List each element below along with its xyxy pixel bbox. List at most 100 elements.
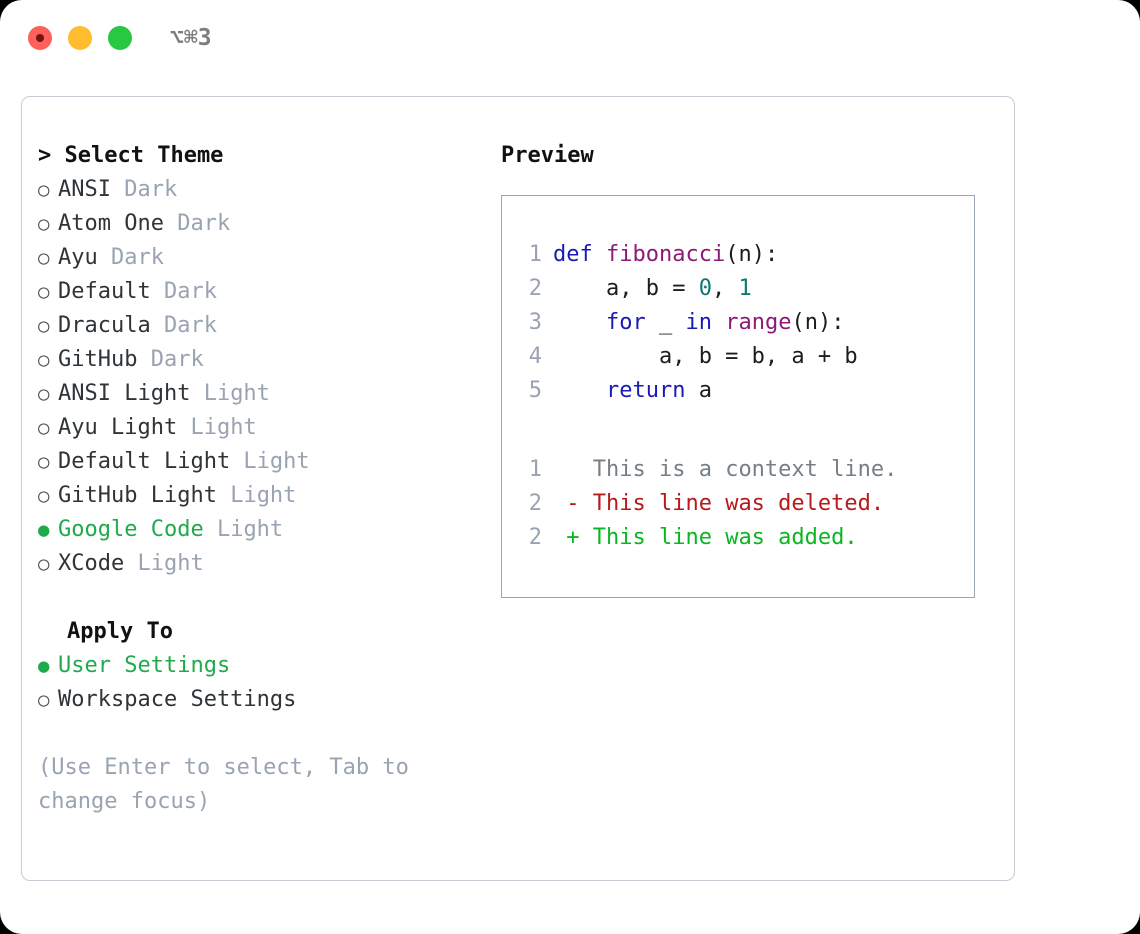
theme-option-ayu-light[interactable]: ○Ayu Light Light [38,411,478,445]
theme-option-variant: Dark [110,177,178,202]
diff-spacer [518,408,974,453]
theme-option-list[interactable]: ○ ANSI Dark ○ Atom One Dark ○ Ayu Dark ○ Defaul… [38,173,478,581]
code-line: 5 return a [518,374,974,408]
theme-option-variant: Dark [163,211,231,236]
apply-to-option-label: Workspace Settings [58,687,297,712]
theme-option-variant: Light [216,483,297,508]
theme-option-variant: Light [203,517,284,542]
minimize-window-button[interactable] [68,26,92,50]
theme-option-variant: Light [124,551,204,576]
code-line-number: 3 [528,310,542,335]
theme-option-variant: Dark [150,279,217,304]
code-token-plain [712,310,725,335]
theme-option-github-light[interactable]: ○ GitHub Light Light [38,479,478,513]
radio-unselected-icon: ○ [38,213,50,235]
code-token-num: 1 [738,276,752,301]
code-token-plain: a, b = [553,276,699,301]
theme-option-label: XCode [58,551,125,576]
radio-unselected-icon: ○ [38,485,50,507]
theme-option-google-code[interactable]: ●Google Code Light [38,513,478,547]
theme-option-default-light[interactable]: ○ Default Light Light [38,445,478,479]
apply-to-option-list[interactable]: ●User Settings ○ Workspace Settings [38,649,478,717]
theme-option-variant: Light [230,449,310,474]
title-bar: ⌥⌘3 [0,0,1140,78]
code-line-number: 5 [528,378,542,403]
code-token-kw: return [605,378,686,403]
code-line: 2 a, b = 0, 1 [518,272,974,306]
keyboard-hint-text: (Use Enter to select, Tab to change focu… [38,755,409,814]
theme-selection-column: > Select Theme ○ANSI Dark○Atom One Dark○… [38,139,478,819]
apply-to-option-label: User Settings [58,653,231,678]
apply-to-option-workspace-settings[interactable]: ○ Workspace Settings [38,683,478,717]
apply-to-heading: Apply To [67,619,173,644]
diff-line-context: 1 This is a context line. [518,453,974,487]
diff-line-text: This line was added. [579,525,858,550]
theme-option-github[interactable]: ○ GitHub Dark [38,343,478,377]
hint-spacer [38,717,478,751]
list-spacer [38,581,478,615]
theme-option-label: Default Light [58,449,231,474]
theme-option-label: Ayu Light [58,415,178,440]
code-line-number: 4 [528,344,542,369]
code-token-plain: a [685,378,712,403]
code-token-fn: range [725,310,792,335]
diff-line-text: This is a context line. [579,457,898,482]
radio-unselected-icon: ○ [38,451,50,473]
theme-option-label: Dracula [58,313,151,338]
maximize-window-button[interactable] [108,26,132,50]
radio-unselected-icon: ○ [38,281,50,303]
diff-line-deleted: 2 - This line was deleted. [518,487,974,521]
theme-option-atom-one[interactable]: ○ Atom One Dark [38,207,478,241]
theme-option-variant: Dark [137,347,204,372]
radio-unselected-icon: ○ [38,383,50,405]
code-token-plain [553,310,606,335]
theme-option-variant: Dark [97,245,164,270]
theme-option-xcode[interactable]: ○ XCode Light [38,547,478,581]
diff-line-number: 1 [528,457,542,482]
code-token-num: 0 [698,276,712,301]
code-line-number: 2 [528,276,542,301]
code-token-plain: (n): [791,310,845,335]
code-line-number: 1 [528,242,542,267]
code-token-kw: def [553,242,606,267]
radio-unselected-icon: ○ [38,417,50,439]
code-line: 4 a, b = b, a + b [518,340,974,374]
code-token-kw: in [685,310,712,335]
radio-unselected-icon: ○ [38,553,50,575]
theme-picker-panel: > Select Theme ○ANSI Dark○Atom One Dark○… [21,96,1015,881]
theme-option-label: GitHub [58,347,138,372]
select-theme-heading: > Select Theme [38,143,224,168]
theme-option-default[interactable]: ○ Default Dark [38,275,478,309]
diff-marker: - [553,491,580,516]
close-window-button[interactable] [28,26,52,50]
theme-option-label: GitHub Light [58,483,217,508]
theme-option-ansi[interactable]: ○ ANSI Dark [38,173,478,207]
theme-option-label: Ayu [58,245,98,270]
code-token-kw: for [605,310,646,335]
theme-option-dracula[interactable]: ○Dracula Dark [38,309,478,343]
radio-unselected-icon: ○ [38,179,50,201]
theme-option-ayu[interactable]: ○ Ayu Dark [38,241,478,275]
theme-option-label: Default [58,279,151,304]
diff-line-group: 1 This is a context line.2 - This line w… [518,453,974,555]
code-line: 3 for _ in range(n): [518,306,974,340]
radio-unselected-icon: ○ [38,689,50,711]
diff-marker [553,457,580,482]
code-token-plain: _ [645,310,686,335]
apply-to-option-user-settings[interactable]: ●User Settings [38,649,478,683]
diff-line-number: 2 [528,491,542,516]
diff-marker: + [553,525,580,550]
radio-unselected-icon: ○ [38,349,50,371]
theme-option-label: Atom One [58,211,164,236]
radio-unselected-icon: ○ [38,247,50,269]
radio-selected-icon: ● [38,519,50,541]
code-line: 1 def fibonacci(n): [518,238,974,272]
theme-option-ansi-light[interactable]: ○ANSI Light Light [38,377,478,411]
theme-option-label: ANSI [58,177,111,202]
code-token-fn: fibonacci [605,242,726,267]
code-token-plain: (n): [725,242,779,267]
